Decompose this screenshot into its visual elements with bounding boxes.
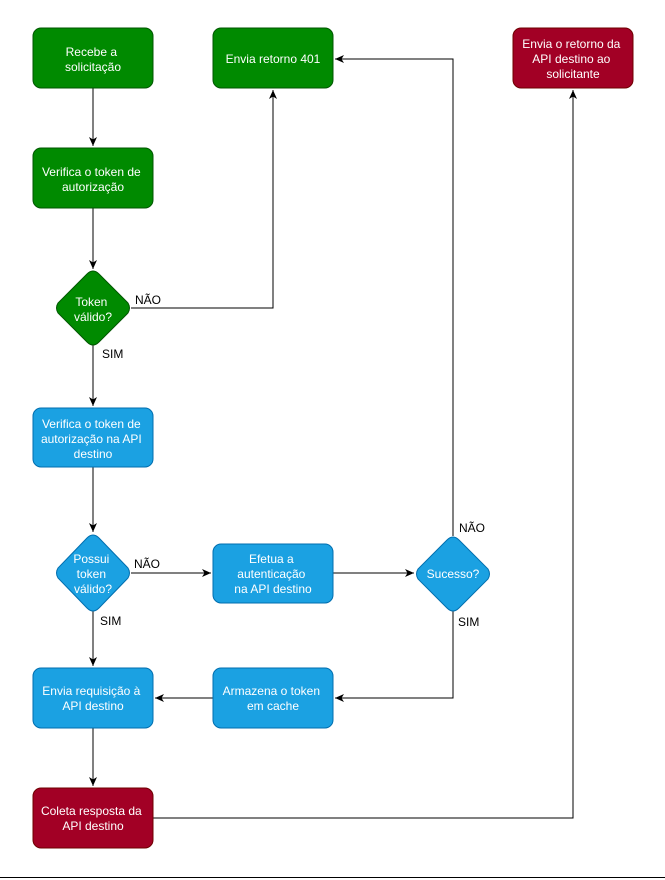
node-verify-auth-token: Verifica o token de autorização — [32, 147, 154, 209]
node-label-line: Envia requisição à — [42, 684, 140, 698]
node-verify-dest-token: Verifica o token de autorização na API d… — [32, 407, 154, 468]
node-label-line: Verifica o token de — [42, 165, 141, 179]
node-label-line: Verifica o token de — [42, 417, 141, 431]
node-label-line: Token — [75, 295, 107, 309]
node-label-line: Efetua a — [249, 552, 294, 566]
edge-token-no-to-401 — [131, 90, 277, 309]
node-label-line: Envia o retorno da — [522, 37, 620, 51]
node-send-request-dest: Envia requisição à API destino — [32, 667, 154, 729]
bottom-border-line — [0, 877, 665, 878]
edges — [89, 55, 577, 819]
node-collect-response: Coleta resposta da API destino — [32, 787, 154, 849]
svg-text:Verifica o token de auto: Verifica o token de autorização — [42, 165, 144, 194]
node-label-line: na API destino — [234, 582, 312, 596]
node-label-line: token — [77, 567, 106, 581]
svg-text:Efetua a autenticação: Efetua a autenticação na API destino — [234, 552, 312, 596]
node-label-line: autorização na API — [41, 432, 142, 446]
node-receive-request: Recebe a solicitação — [32, 27, 154, 89]
edge-label-has-token-yes: SIM — [100, 614, 121, 628]
svg-text:Token válido?: Token válido? — [74, 295, 112, 324]
node-label-line: solicitação — [65, 60, 121, 74]
node-authenticate-dest: Efetua a autenticação na API destino — [212, 543, 334, 604]
node-label-line: solicitante — [546, 67, 600, 81]
node-label-line: Envia retorno 401 — [226, 52, 321, 66]
node-label-line: Coleta resposta da — [41, 804, 142, 818]
edge-success-yes-to-cache — [335, 611, 454, 702]
svg-text:Possui token válid: Possui token válido? — [73, 552, 112, 596]
edge-label-success-no: NÃO — [459, 521, 485, 535]
edge-collect-to-send-back — [153, 90, 577, 819]
decision-success: Sucesso? — [416, 536, 490, 612]
edge-label-token-yes: SIM — [102, 347, 123, 361]
node-label-line: Armazena o token — [223, 684, 320, 698]
node-send-response-back: Envia o retorno da API destino ao solici… — [512, 27, 634, 89]
svg-text:Envia o retorno da API d: Envia o retorno da API destino ao solici… — [522, 37, 623, 81]
svg-text:Verifica o token de auto: Verifica o token de autorização na API d… — [41, 417, 145, 461]
edge-label-token-no: NÃO — [135, 293, 161, 307]
decision-token-valid: Token válido? — [56, 270, 130, 346]
edge-label-success-yes: SIM — [458, 615, 479, 629]
node-label-line: válido? — [74, 310, 112, 324]
node-label-line: API destino — [62, 819, 124, 833]
node-label-line: API destino ao — [532, 52, 610, 66]
node-label-line: Recebe a — [66, 45, 118, 59]
svg-text:Recebe a solicitação: Recebe a solicitação — [65, 45, 121, 74]
node-label-line: válido? — [74, 582, 112, 596]
svg-text:Envia requisição à API d: Envia requisição à API destino — [42, 684, 143, 713]
node-label-line: destino — [74, 447, 113, 461]
node-label-line: autorização — [62, 180, 124, 194]
node-label-line: em cache — [247, 699, 299, 713]
node-label-line: autenticação — [237, 567, 305, 581]
node-cache-token: Armazena o token em cache — [212, 667, 334, 729]
node-send-401: Envia retorno 401 — [212, 27, 334, 89]
node-label-line: API destino — [62, 699, 124, 713]
svg-text:Armazena o token em cach: Armazena o token em cache — [223, 684, 324, 713]
svg-text:Sucesso?: Sucesso? — [427, 567, 480, 581]
node-label-line: Possui — [73, 552, 109, 566]
svg-text:Coleta resposta da API d: Coleta resposta da API destino — [41, 804, 145, 833]
edge-label-has-token-no: NÃO — [134, 557, 160, 571]
node-label-line: Sucesso? — [427, 567, 480, 581]
decision-has-valid-token: Possui token válido? — [56, 534, 130, 612]
svg-text:Envia retorno 401: Envia retorno 401 — [226, 52, 321, 66]
edge-success-no-to-401 — [335, 55, 454, 536]
